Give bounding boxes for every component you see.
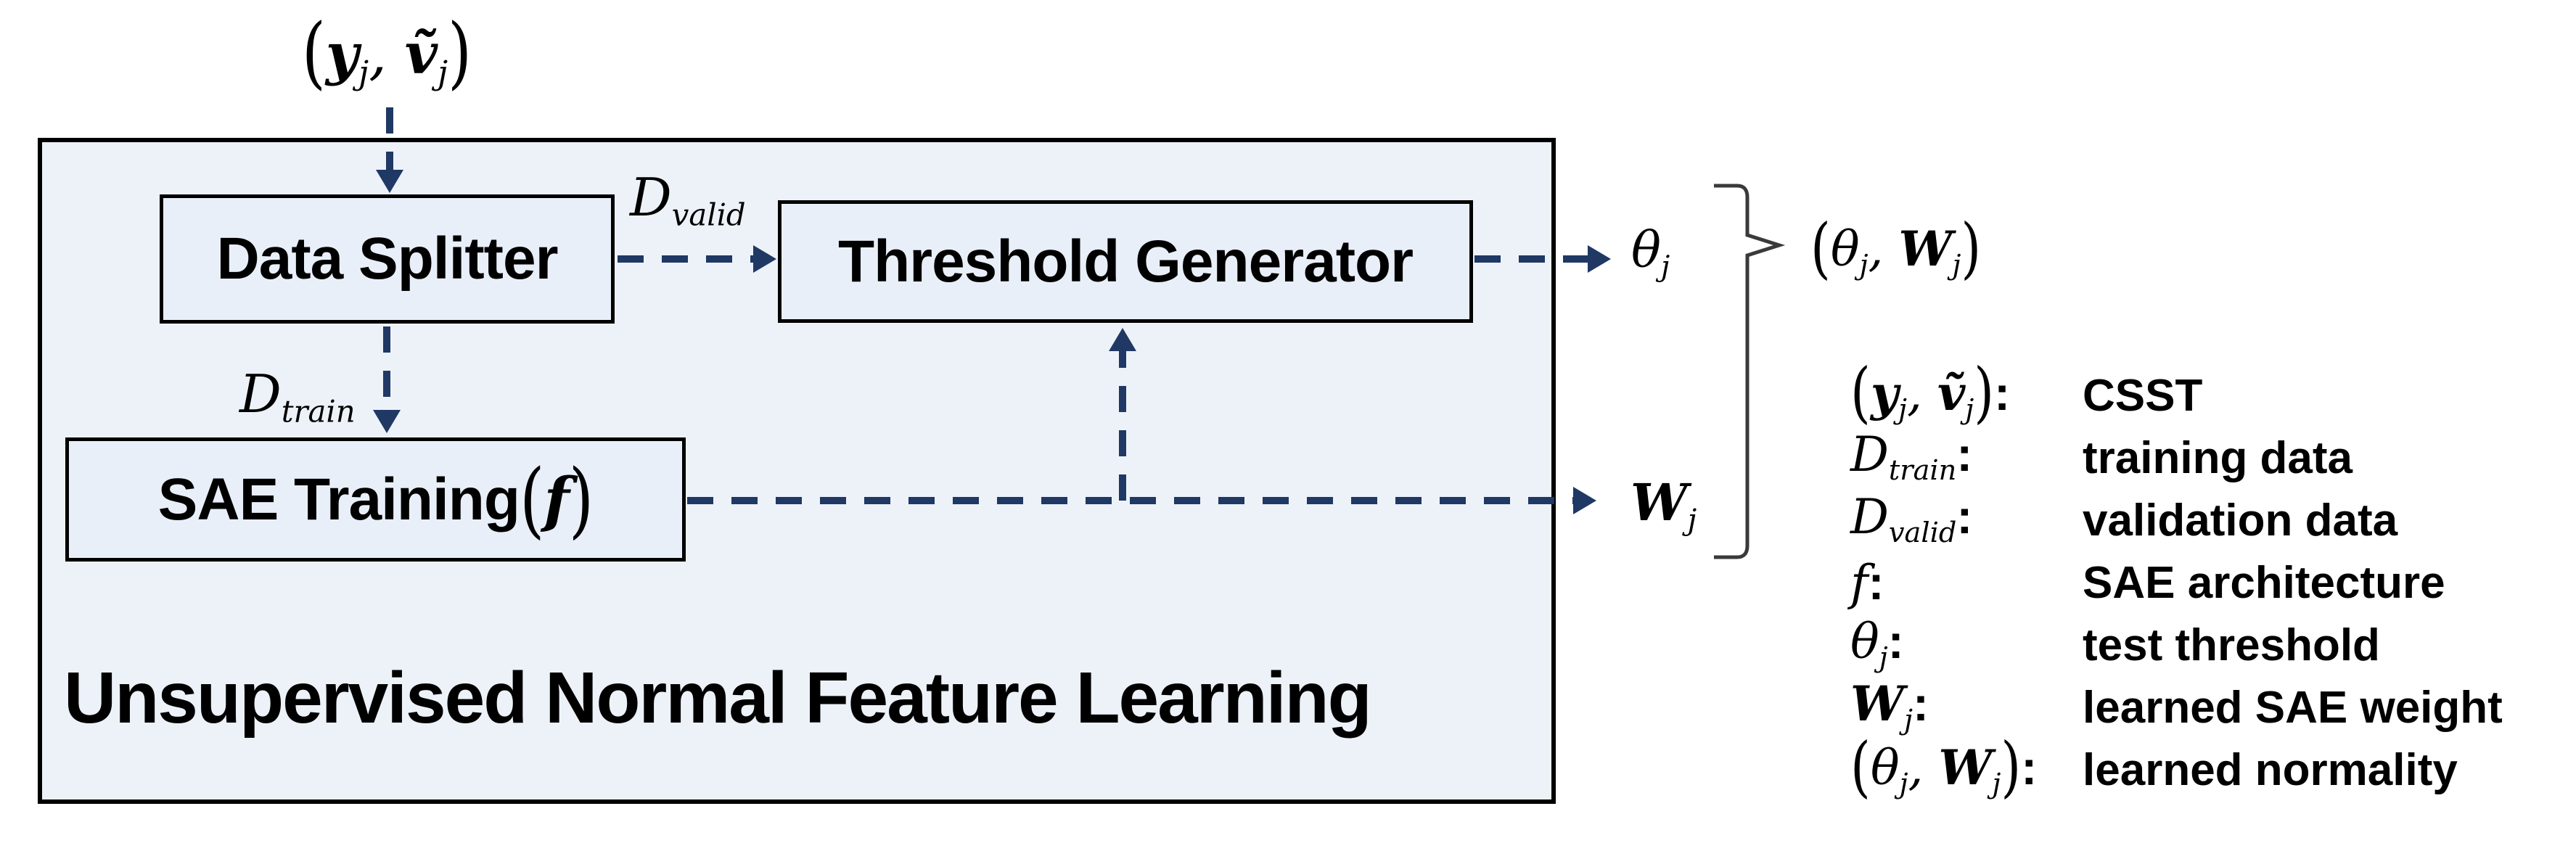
output-pair-label: (θj, Wj)	[1810, 209, 1982, 287]
legend-row: θj: test threshold	[1850, 614, 2503, 676]
legend-symbol: Dvalid:	[1850, 489, 1973, 550]
sae-to-weight-arrow	[687, 487, 1596, 514]
legend-desc: SAE architecture	[2083, 557, 2445, 608]
input-pair-label: (yj, ṽj)	[301, 7, 472, 98]
legend-desc: validation data	[2083, 495, 2398, 546]
legend-desc: learned SAE weight	[2083, 682, 2503, 733]
legend-symbol: Wj:	[1850, 675, 1929, 737]
legend-desc: learned normality	[2083, 744, 2458, 795]
input-arrow	[376, 107, 403, 193]
legend-desc: test threshold	[2083, 620, 2380, 670]
theta-output-label: θj	[1631, 222, 1670, 284]
sae-training-node: SAE Training (f)	[65, 437, 686, 562]
output-bracket	[1714, 184, 1786, 559]
legend-symbol: (θj, Wj):	[1850, 728, 2038, 805]
legend-row: (θj, Wj): learned normality	[1850, 728, 2503, 805]
legend-symbol: Dtrain:	[1850, 427, 1973, 488]
dtrain-edge-label: Dtrain	[239, 363, 356, 429]
legend-row: f: SAE architecture	[1850, 551, 2503, 614]
splitter-to-threshold-arrow	[618, 245, 776, 273]
splitter-to-sae-arrow	[373, 326, 401, 433]
legend-row: Dtrain: training data	[1850, 427, 2503, 489]
dvalid-edge-label: Dvalid	[630, 167, 746, 233]
legend-row: Dvalid: validation data	[1850, 489, 2503, 551]
legend-row: Wj: learned SAE weight	[1850, 676, 2503, 739]
weight-to-threshold-arrow	[1109, 328, 1136, 501]
legend-desc: CSST	[2083, 370, 2203, 421]
legend: (yj, ṽj): CSST Dtrain: training data Dva…	[1850, 353, 2503, 805]
legend-desc: training data	[2083, 432, 2353, 483]
legend-row: (yj, ṽj): CSST	[1850, 353, 2503, 431]
legend-symbol: f:	[1850, 554, 1884, 611]
legend-symbol: (yj, ṽj):	[1850, 353, 2011, 431]
container-title: Unsupervised Normal Feature Learning	[64, 657, 1372, 739]
threshold-generator-node: Threshold Generator	[778, 200, 1473, 323]
legend-symbol: θj:	[1850, 614, 1904, 675]
weight-output-label: Wj	[1630, 472, 1697, 537]
threshold-to-theta-arrow	[1474, 245, 1611, 273]
data-splitter-node: Data Splitter	[160, 194, 615, 324]
